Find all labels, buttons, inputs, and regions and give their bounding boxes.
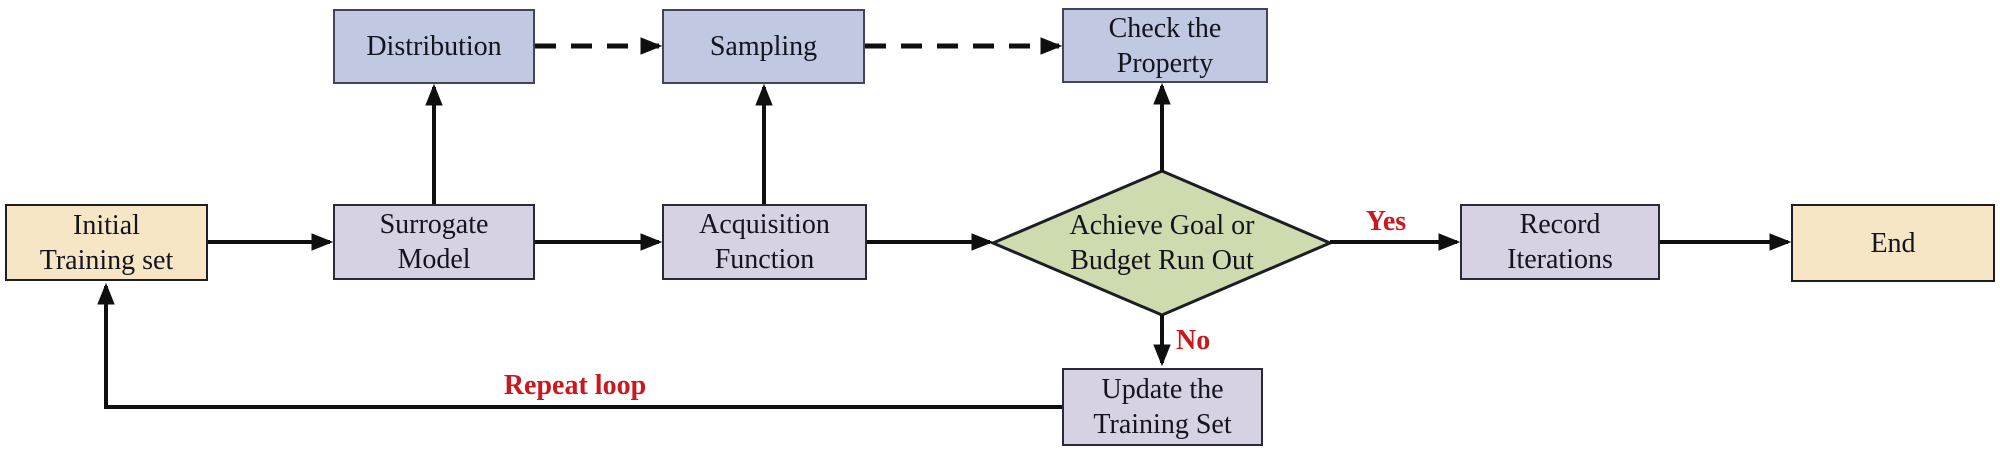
edge-label-yes: Yes xyxy=(1365,206,1407,237)
node-acquisition-function: Acquisition Function xyxy=(662,204,867,280)
node-decision-label: Achieve Goal or Budget Run Out xyxy=(1069,210,1255,276)
node-record-iterations: Record Iterations xyxy=(1460,204,1660,280)
node-check-the-property: Check the Property xyxy=(1062,8,1268,83)
node-initial-training-set: Initial Training set xyxy=(5,204,208,281)
node-update-the-training-set: Update the Training Set xyxy=(1062,368,1263,446)
node-surrogate-model: Surrogate Model xyxy=(333,204,535,280)
node-end: End xyxy=(1791,204,1995,282)
node-sampling: Sampling xyxy=(662,9,865,84)
edge-label-repeat-loop: Repeat loop xyxy=(503,370,647,401)
edge-label-no: No xyxy=(1176,325,1211,356)
node-distribution: Distribution xyxy=(333,9,535,84)
arrow-update-to-initial-repeat-loop xyxy=(97,282,1062,409)
